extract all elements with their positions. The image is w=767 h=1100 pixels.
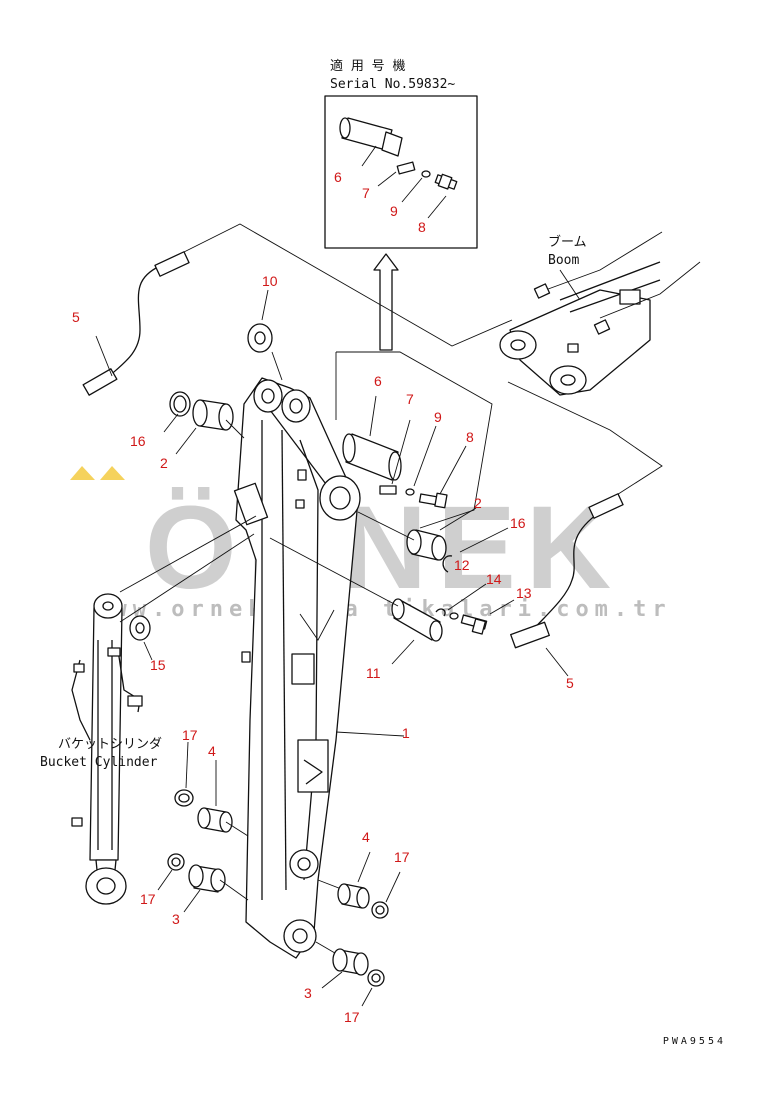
callout-5-upper: 5 (72, 309, 80, 325)
callout-8-inset: 8 (418, 219, 426, 235)
pin-detail: 6 7 9 8 (342, 373, 474, 509)
callout-17-c: 17 (394, 849, 410, 865)
callout-16-left: 16 (130, 433, 146, 449)
bucket-cylinder-label-en: Bucket Cylinder (40, 755, 158, 770)
callout-6-inset: 6 (334, 169, 342, 185)
pin-11-group: 11 14 13 (269, 537, 532, 681)
callout-11: 11 (366, 665, 381, 681)
inset-plate (396, 161, 416, 175)
boom-sketch: ブーム Boom (499, 231, 701, 396)
watermark: ÖRNEK www.orneki sma tikalari.com.tr (70, 466, 671, 622)
callout-15: 15 (150, 657, 166, 673)
bushings-lower-left: 17 4 17 3 (140, 727, 249, 927)
detail-bolt (418, 492, 448, 509)
bushing-right: 2 16 12 (357, 495, 526, 573)
callout-5-lower: 5 (566, 675, 574, 691)
callout-13: 13 (516, 585, 532, 601)
shim-10: 10 (247, 273, 283, 381)
callout-17-b: 17 (140, 891, 156, 907)
serial-inset: 適 用 号 機 Serial No.59832~ 6 7 9 8 (324, 58, 478, 249)
watermark-brand: ÖRNEK (145, 482, 621, 614)
detail-washer (405, 488, 415, 496)
callout-3-right: 3 (304, 985, 312, 1001)
boom-label-en: Boom (548, 253, 579, 268)
hose-upper: 5 (72, 251, 190, 396)
watermark-accent-right (100, 466, 125, 480)
callout-4-right: 4 (362, 829, 370, 845)
inset-bolt (434, 173, 458, 190)
boom-label-jp: ブーム (548, 234, 587, 250)
callout-2-left: 2 (160, 455, 168, 471)
bushings-lower-right: 4 17 3 17 (304, 829, 410, 1025)
reference-lines (179, 223, 663, 529)
callout-8-detail: 8 (466, 429, 474, 445)
watermark-accent-left (70, 466, 95, 480)
callout-6-detail: 6 (374, 373, 382, 389)
callout-1: 1 (402, 725, 410, 741)
shim-15: 15 (129, 615, 166, 673)
detail-plate (379, 485, 397, 495)
inset-washer (421, 170, 431, 178)
callout-3-left: 3 (172, 911, 180, 927)
callout-9-inset: 9 (390, 203, 398, 219)
callout-2-right: 2 (474, 495, 482, 511)
inset-title-jp: 適 用 号 機 (330, 58, 405, 74)
drawing-code: PWA9554 (663, 1036, 726, 1047)
hose-lower: 5 (510, 493, 624, 691)
callout-14: 14 (486, 571, 502, 587)
callout-12: 12 (454, 557, 470, 573)
callout-17-d: 17 (344, 1009, 360, 1025)
callout-7-inset: 7 (362, 185, 370, 201)
arm: 1 (233, 377, 410, 959)
upgrade-arrow (373, 253, 399, 351)
callout-16-right: 16 (510, 515, 526, 531)
callout-4-left: 4 (208, 743, 216, 759)
bucket-cylinder: バケットシリンダ Bucket Cylinder (40, 515, 257, 905)
callout-10: 10 (262, 273, 278, 289)
callout-17-a: 17 (182, 727, 198, 743)
inset-serial: Serial No.59832~ (330, 77, 455, 92)
bushing-top-left: 16 2 (130, 391, 245, 471)
callout-9-detail: 9 (434, 409, 442, 425)
watermark-url: www.orneki sma tikalari.com.tr (94, 597, 671, 622)
inset-pin (339, 117, 403, 157)
callout-7-detail: 7 (406, 391, 414, 407)
inset-frame (324, 95, 478, 249)
bucket-cylinder-label-jp: バケットシリンダ (58, 737, 162, 752)
